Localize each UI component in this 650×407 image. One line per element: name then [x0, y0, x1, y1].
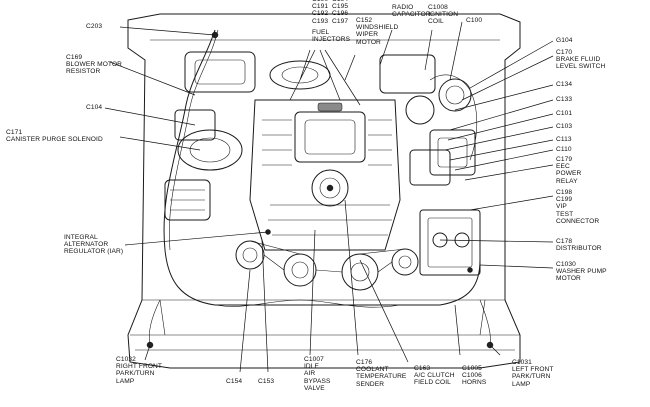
label-iar: INTEGRAL ALTERNATOR REGULATOR (IAR)	[64, 234, 124, 256]
leader-lines	[104, 21, 554, 373]
label-c170: C170 BRAKE FLUID LEVEL SWITCH	[556, 49, 606, 71]
label-c1030: C1030 WASHER PUMP MOTOR	[556, 261, 607, 283]
label-c198-c199: C198 C199 VIP TEST CONNECTOR	[556, 189, 600, 225]
label-c110: C110	[556, 146, 572, 153]
label-c178: C178 DISTRIBUTOR	[556, 238, 602, 253]
label-c134: C134	[556, 81, 573, 88]
label-c154: C154	[226, 378, 243, 385]
label-c1008: C1008 IGNITION COIL	[428, 4, 459, 26]
engine-block	[249, 99, 401, 251]
label-fuel-injectors: FUEL INJECTORS	[312, 29, 351, 44]
label-c101: C101	[556, 110, 573, 117]
label-c133: C133	[556, 96, 573, 103]
vehicle-body-outline	[127, 13, 521, 369]
label-c153: C153	[258, 378, 275, 385]
label-c203: C203	[86, 23, 103, 30]
label-c152: C152 WINDSHIELD WIPER MOTOR	[356, 17, 399, 46]
label-c1032: C1032 RIGHT FRONT PARK/TURN LAMP	[116, 356, 163, 385]
label-c169: C169 BLOWER MOTOR RESISTOR	[66, 54, 123, 76]
label-c171: C171 CANISTER PURGE SOLENOID	[6, 129, 103, 144]
label-c113: C113	[556, 136, 572, 143]
label-c176: C176 COOLANT TEMPERATURE SENDER	[356, 359, 407, 388]
label-c1007: C1007 IDLE AIR BYPASS VALVE	[304, 356, 331, 392]
label-c1031: C1031 LEFT FRONT PARK/TURN LAMP	[512, 359, 554, 388]
label-c100: C100	[466, 17, 483, 24]
label-c103: C103	[556, 123, 573, 130]
right-components	[409, 149, 481, 276]
label-radio-capacitor: RADIO CAPACITOR	[392, 4, 431, 19]
front-accessories	[235, 240, 419, 291]
label-c104: C104	[86, 104, 103, 111]
left-components	[164, 109, 243, 221]
label-c1005: C1005 C1006 HORNS	[462, 365, 487, 387]
cowl-components	[184, 51, 476, 176]
label-g104: G104	[556, 37, 573, 44]
label-c163: C163 A/C CLUTCH FIELD COIL	[414, 365, 455, 387]
label-injector-connectors: C190 C194 C191 C195 C192 C196 C193 C197	[312, 0, 349, 25]
label-c179: C179 EEC POWER RELAY	[556, 156, 582, 185]
wiring-harness	[146, 29, 494, 349]
